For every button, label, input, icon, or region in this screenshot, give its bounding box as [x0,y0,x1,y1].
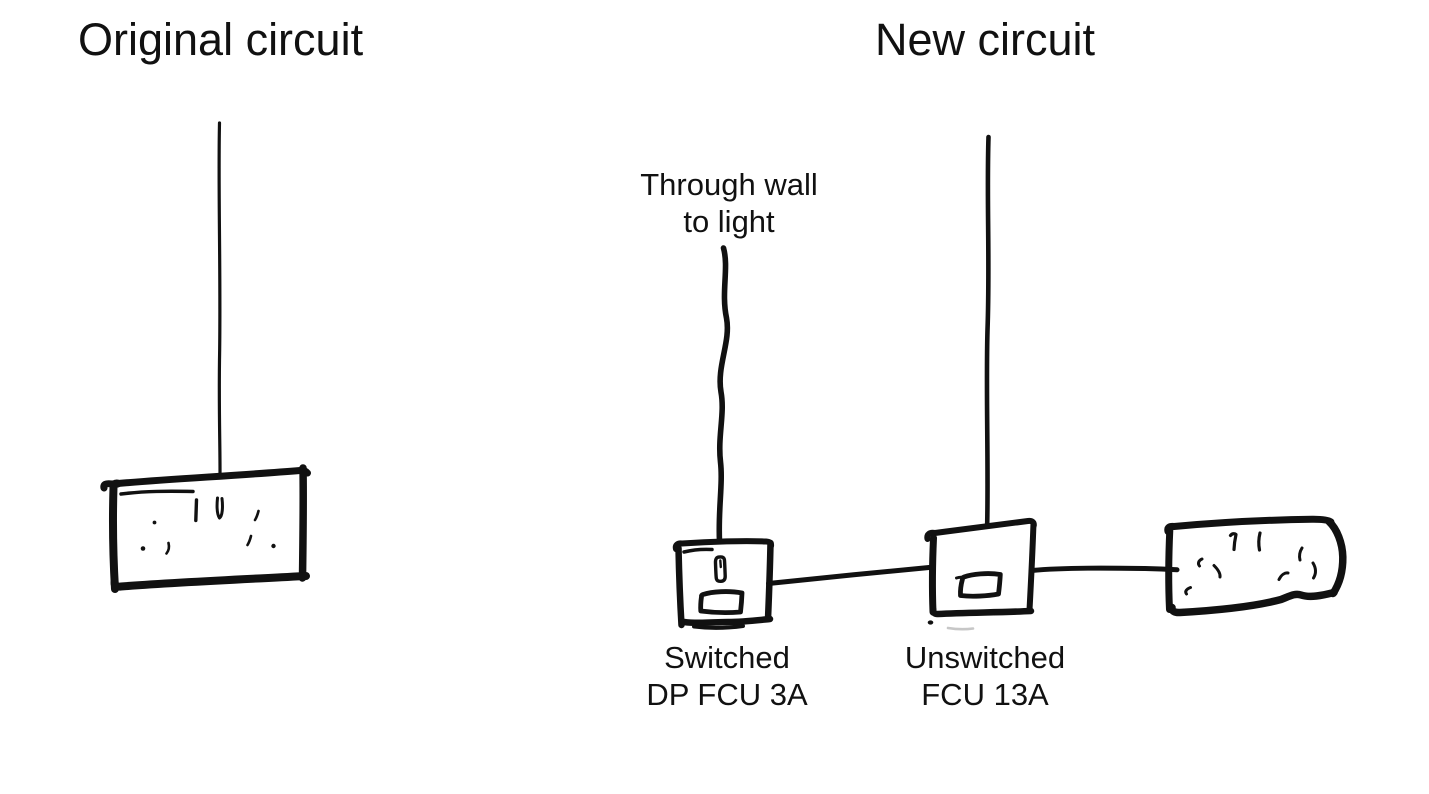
unswitched-fcu-label: Unswitched FCU 13A [835,639,1135,713]
original-circuit-title: Original circuit [78,14,364,65]
original-junction-box [100,464,311,593]
through-wall-annotation-line2: to light [683,204,775,239]
switched-fcu-label-line2: DP FCU 3A [646,677,808,712]
fcu-fuse-holder [698,589,745,615]
switched-fcu-label-line1: Switched [664,640,790,675]
switched-fcu-label: Switched DP FCU 3A [577,639,877,713]
unswitched-fcu-label-line1: Unswitched [904,640,1066,675]
original-circuit-drawing [100,121,311,593]
switched-fcu-box [672,538,775,630]
fcu-fuse-holder [958,571,1003,599]
fcu-link-wire [766,565,932,586]
appliance-link-wire [1029,565,1180,573]
new-circuit-title: New circuit [875,14,1096,65]
new-circuit-drawing [672,134,1347,631]
original-drop-wire [217,121,222,477]
unswitched-fcu-box [924,517,1037,631]
pen-smudge [927,620,934,625]
appliance-box [1164,515,1347,617]
unswitched-fcu-label-line2: FCU 13A [921,677,1049,712]
through-wall-annotation: Through wall to light [579,166,879,240]
through-wall-annotation-line1: Through wall [640,167,818,202]
box-scribble-marks [1184,531,1317,596]
fcu-switch-rocker [713,555,727,584]
pen-smudge [946,626,975,631]
supply-drop-wire [984,134,991,527]
box-scribble-marks [140,496,276,555]
through-wall-wire [716,245,731,544]
